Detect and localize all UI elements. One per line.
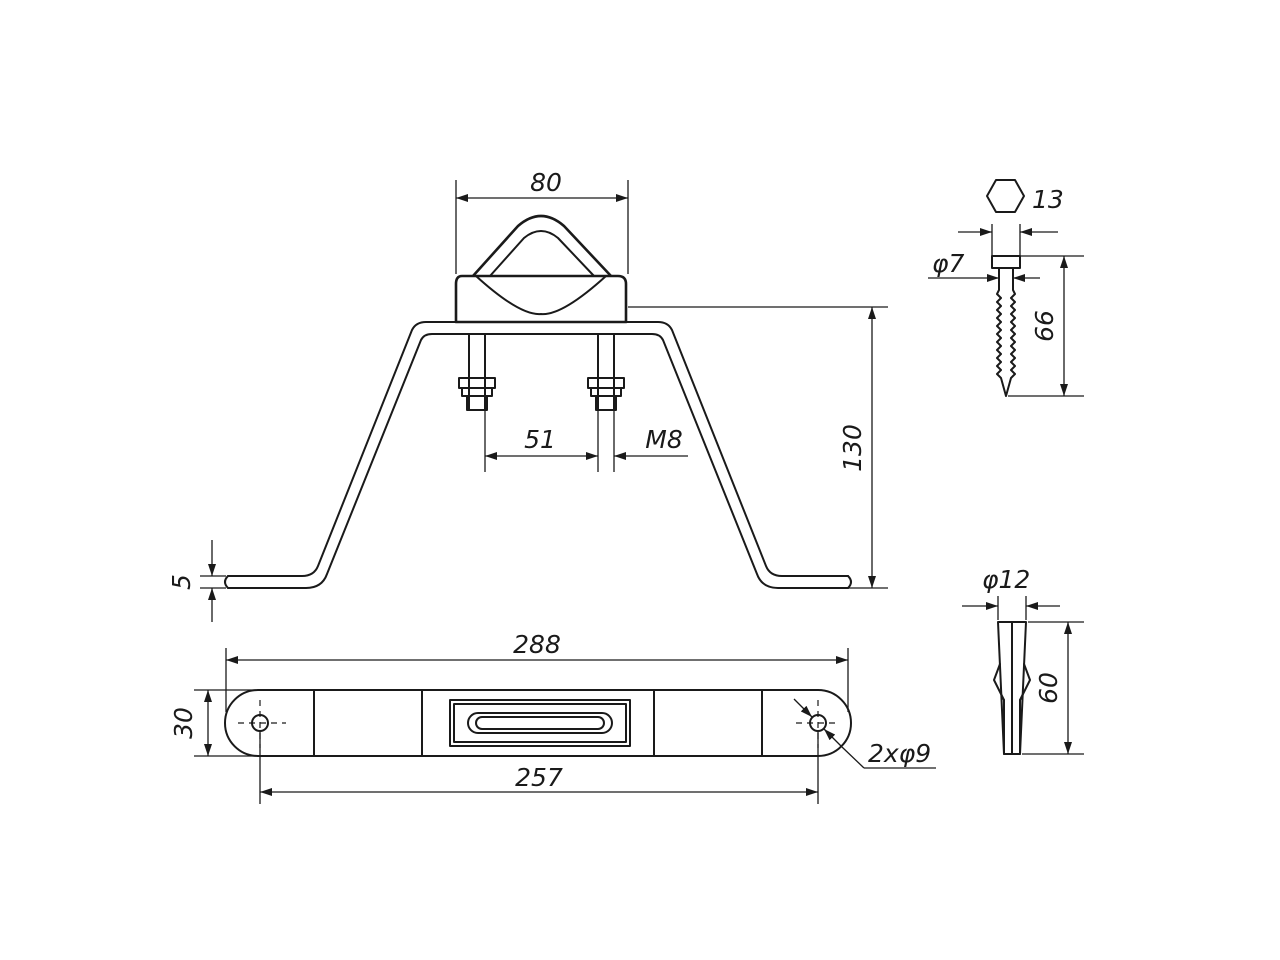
dimension-hole-spacing: 257 [259,731,819,804]
dimension-bolt-spacing: 51 M8 [484,410,688,472]
dim-label-dowel-diameter: φ12 [982,565,1030,594]
dim-label-hex: 13 [1032,185,1064,214]
dim-label-dowel-length: 60 [1034,672,1063,704]
dim-label-m8: M8 [645,425,682,454]
dim-label-130: 130 [838,424,867,472]
bolt-left [458,333,496,411]
screw-shank [996,267,1016,397]
dim-label-257: 257 [515,763,563,792]
dim-label-screw-length: 66 [1030,310,1059,342]
u-bolt-inner [489,230,595,277]
base-plate-top-view [224,689,852,757]
dim-label-51: 51 [524,425,556,454]
hexagon-icon [986,179,1025,213]
dimension-overall-length: 288 [225,630,849,712]
slot-inner [475,716,605,730]
bolt-right [587,333,625,411]
dowel-detail: φ12 60 [962,565,1084,755]
callout-holes: 2xφ9 [793,698,936,769]
dim-label-5: 5 [167,574,196,590]
clamp-saddle [475,275,607,316]
dim-label-288: 288 [513,630,561,659]
clamp-plate [449,699,631,747]
bracket-front-view [224,214,852,589]
dimension-bracket-height: 130 [628,306,888,589]
dim-label-80: 80 [530,168,562,197]
bracket-strip-end-right [847,575,852,589]
dimension-clamp-width: 80 [455,168,629,274]
u-bolt-outer [472,214,612,277]
dim-label-30: 30 [169,707,198,739]
clamp-plate-inner [453,703,627,743]
bracket-strip-end-left [224,575,229,589]
dimension-plate-width: 30 [169,689,256,757]
clamp-block [454,274,628,324]
screw-detail: 13 φ7 66 [928,179,1084,397]
screw-head [991,255,1021,269]
dim-label-holes: 2xφ9 [868,739,931,768]
bracket-strip-inner [227,333,849,589]
slot-outer [467,712,613,734]
dim-label-screw-diameter: φ7 [932,249,964,278]
dimension-plate-thickness: 5 [167,540,226,622]
